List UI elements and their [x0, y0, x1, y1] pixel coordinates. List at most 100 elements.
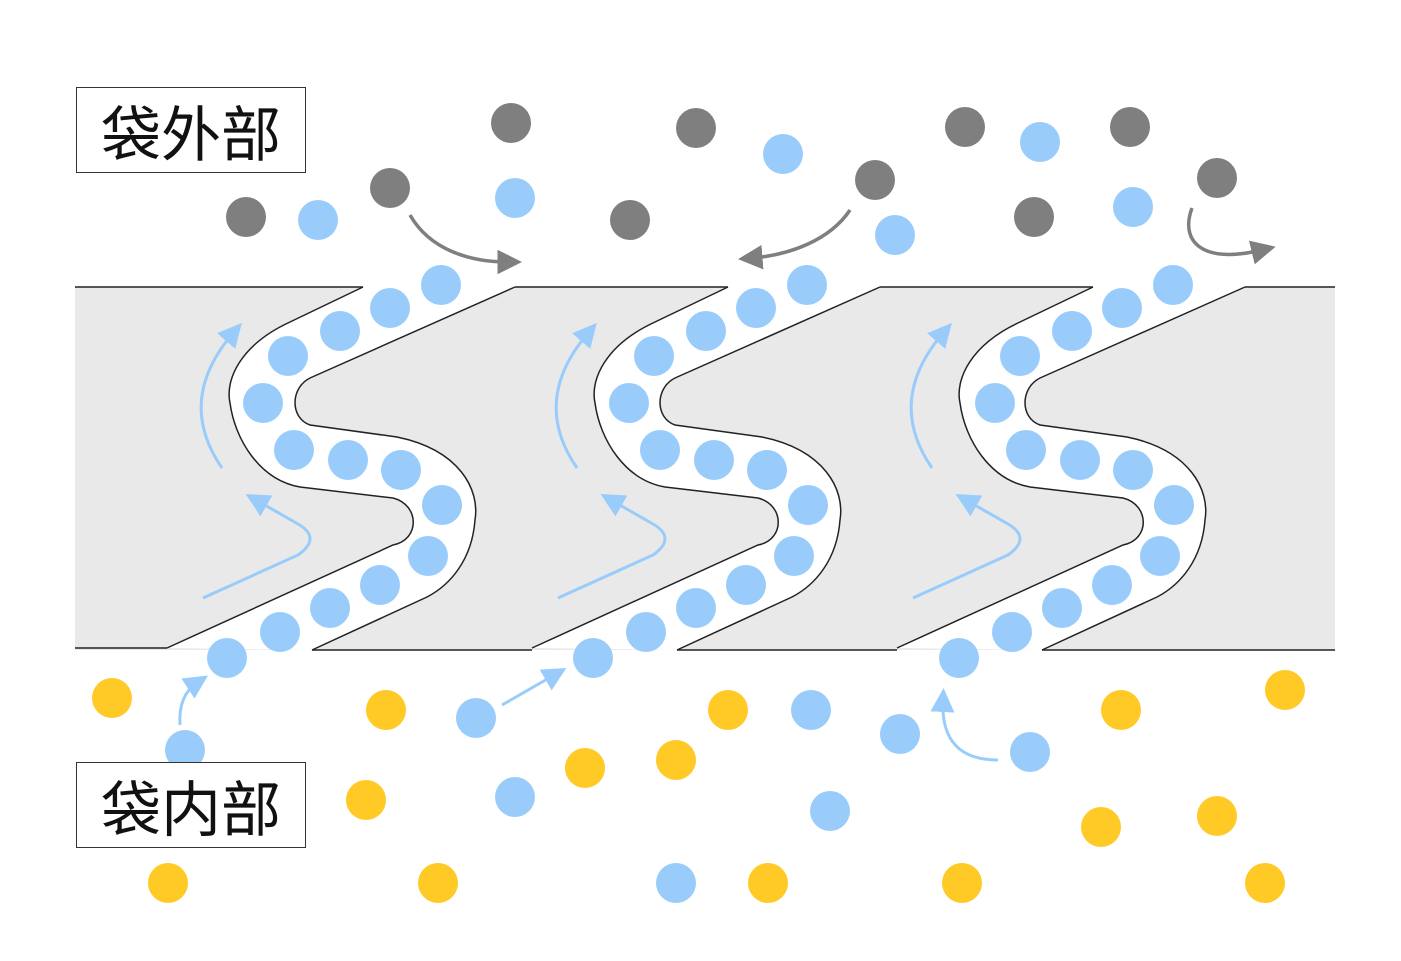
- blue-particle: [726, 565, 766, 605]
- blue-particle: [298, 200, 338, 240]
- channel-wall-left: [166, 286, 414, 649]
- flow-arrows: [178, 207, 1276, 762]
- blue-flow-arrow: [912, 494, 1022, 600]
- gray-particle: [610, 200, 650, 240]
- blue-particle: [1042, 588, 1082, 628]
- blue-particle: [207, 638, 247, 678]
- blue-particle: [422, 485, 462, 525]
- yellow-particle: [92, 678, 132, 718]
- blue-particle: [626, 612, 666, 652]
- blue-particle: [260, 612, 300, 652]
- blue-particle: [421, 265, 461, 305]
- blue-particle: [763, 134, 803, 174]
- blue-particle: [676, 588, 716, 628]
- blue-particle: [360, 565, 400, 605]
- blue-flow-arrow: [178, 675, 209, 726]
- blue-particle: [791, 690, 831, 730]
- blue-particle: [408, 536, 448, 576]
- blue-particle: [634, 336, 674, 376]
- blue-flow-arrow: [554, 322, 597, 469]
- yellow-particle: [1197, 796, 1237, 836]
- blue-particle: [992, 612, 1032, 652]
- blue-particle: [656, 863, 696, 903]
- gray-particle: [226, 197, 266, 237]
- gray-particle: [855, 160, 895, 200]
- yellow-particle: [1101, 690, 1141, 730]
- yellow-particle: [418, 863, 458, 903]
- blue-flow-arrow: [909, 322, 952, 469]
- channel-wall-left: [531, 286, 779, 649]
- yellow-particle: [346, 780, 386, 820]
- channel-wall-right: [659, 286, 881, 651]
- particles: [92, 103, 1305, 903]
- blue-flow-arrow: [930, 688, 999, 762]
- blue-particle: [328, 440, 368, 480]
- blue-particle: [495, 178, 535, 218]
- blue-flow-arrow: [557, 494, 667, 600]
- outside-label: 袋外部: [76, 87, 306, 173]
- channel-wall-right: [294, 286, 516, 651]
- channel-wall-right: [1024, 286, 1246, 651]
- yellow-particle: [1081, 807, 1121, 847]
- blue-particle: [609, 383, 649, 423]
- inside-label: 袋内部: [76, 762, 306, 848]
- blue-particle: [1102, 288, 1142, 328]
- blue-particle: [975, 383, 1015, 423]
- gray-particle: [676, 108, 716, 148]
- blue-particle: [1140, 536, 1180, 576]
- blue-particle: [810, 791, 850, 831]
- blue-particle: [747, 450, 787, 490]
- membrane-edges: [75, 286, 1335, 651]
- blue-particle: [495, 777, 535, 817]
- gray-particle: [1197, 158, 1237, 198]
- gray-particle: [945, 107, 985, 147]
- blue-particle: [310, 588, 350, 628]
- blue-particle: [1006, 430, 1046, 470]
- yellow-particle: [366, 690, 406, 730]
- blue-particle: [939, 638, 979, 678]
- blue-particle: [686, 311, 726, 351]
- blue-particle: [694, 440, 734, 480]
- blue-particle: [1154, 485, 1194, 525]
- blue-particle: [165, 730, 205, 770]
- blue-particle: [788, 485, 828, 525]
- blue-particle: [787, 265, 827, 305]
- blue-particle: [880, 714, 920, 754]
- gray-deflect-arrow: [408, 214, 522, 275]
- gray-particle: [370, 168, 410, 208]
- blue-particle: [1020, 122, 1060, 162]
- yellow-particle: [1245, 863, 1285, 903]
- yellow-particle: [148, 863, 188, 903]
- blue-particle: [320, 311, 360, 351]
- yellow-particle: [748, 863, 788, 903]
- gray-particle: [1110, 107, 1150, 147]
- gray-particle: [1014, 197, 1054, 237]
- blue-particle: [381, 450, 421, 490]
- gray-deflect-arrow: [1186, 207, 1276, 265]
- blue-particle: [875, 215, 915, 255]
- yellow-particle: [942, 863, 982, 903]
- blue-flow-arrow: [202, 494, 312, 600]
- blue-particle: [370, 288, 410, 328]
- blue-particle: [274, 430, 314, 470]
- blue-particle: [1153, 265, 1193, 305]
- yellow-particle: [565, 748, 605, 788]
- channel-wall-left: [896, 286, 1144, 649]
- blue-particle: [1092, 565, 1132, 605]
- blue-flow-arrow: [501, 668, 567, 707]
- blue-particle: [243, 383, 283, 423]
- blue-particle: [1052, 311, 1092, 351]
- blue-particle: [1010, 732, 1050, 772]
- blue-particle: [268, 336, 308, 376]
- yellow-particle: [1265, 670, 1305, 710]
- blue-particle: [1000, 336, 1040, 376]
- blue-particle: [573, 638, 613, 678]
- blue-particle: [640, 430, 680, 470]
- blue-particle: [736, 288, 776, 328]
- blue-flow-arrow: [199, 322, 242, 469]
- gray-particle: [491, 103, 531, 143]
- yellow-particle: [656, 740, 696, 780]
- blue-particle: [456, 698, 496, 738]
- blue-particle: [774, 536, 814, 576]
